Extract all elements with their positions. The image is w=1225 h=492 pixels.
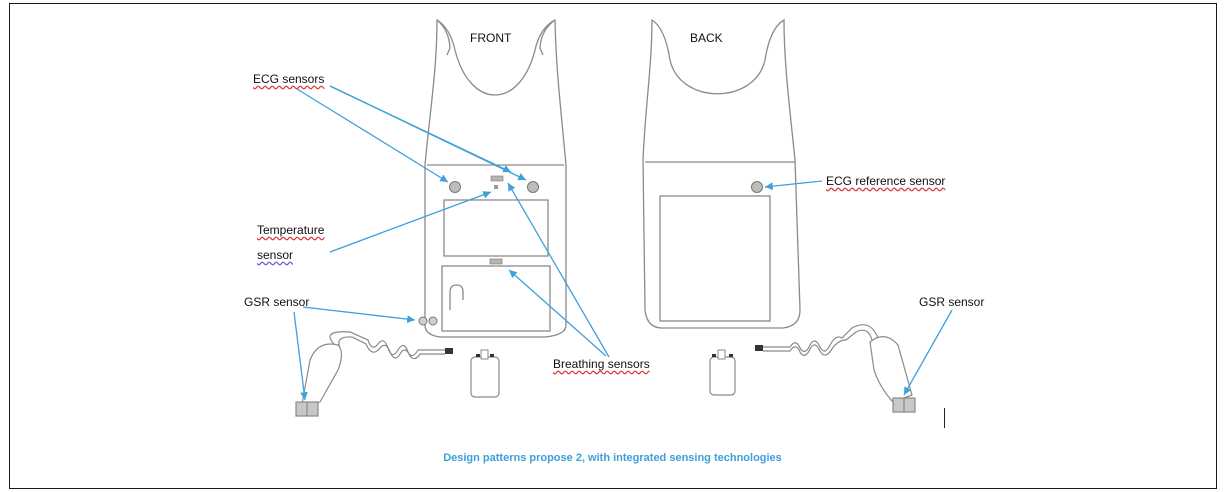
gsr-plug-left — [445, 348, 453, 354]
gsr-cable-right-inner — [763, 329, 873, 356]
module-pin-left-a — [476, 354, 480, 357]
label-ecg-sensors: ECG sensors — [253, 72, 325, 86]
front-pocket-lower — [441, 265, 551, 332]
annotation-arrows — [293, 85, 953, 401]
arrow-gsr-left-device — [293, 311, 308, 401]
label-breathing-sensors: Breathing sensors — [553, 357, 650, 371]
text-cursor — [944, 408, 945, 428]
gsr-port-1 — [418, 316, 428, 326]
arrow-gsr-right — [903, 309, 953, 396]
gsr-cable-left — [329, 331, 445, 357]
back-vest-outline — [642, 18, 801, 329]
module-pin-right-a — [712, 354, 716, 357]
back-vest — [642, 18, 801, 329]
module-top-right — [717, 349, 726, 360]
front-connector-cable — [449, 284, 464, 310]
gsr-device-left — [295, 331, 453, 417]
label-temperature-line2: sensor — [257, 248, 294, 262]
breathing-module-left — [470, 349, 500, 398]
module-pin-left-b — [490, 354, 494, 357]
gsr-device-right — [755, 324, 916, 413]
front-strap-left — [436, 19, 451, 56]
arrow-ecg-right — [329, 85, 527, 181]
breathing-module-right — [709, 349, 736, 396]
module-body-right — [709, 356, 736, 396]
gsr-glove-left — [301, 343, 343, 405]
arrow-gsr-left-vest — [302, 306, 416, 323]
arrow-ecg-reference — [764, 180, 823, 191]
label-back: BACK — [690, 31, 723, 45]
label-front: FRONT — [470, 31, 512, 45]
temperature-sensor-dot — [494, 185, 498, 189]
gsr-plug-right — [755, 345, 763, 351]
breathing-sensor-lower — [489, 258, 503, 265]
label-gsr-right: GSR sensor — [919, 295, 985, 309]
gsr-cable-right — [763, 324, 879, 352]
module-body-left — [470, 356, 500, 398]
front-strap-right — [539, 19, 556, 56]
gsr-port-2 — [428, 316, 438, 326]
arrow-breathing-upper — [507, 182, 610, 358]
label-gsr-left: GSR sensor — [244, 295, 310, 309]
arrow-ecg-left — [296, 88, 449, 183]
front-vest — [424, 18, 567, 338]
figure-caption: Design patterns propose 2, with integrat… — [443, 452, 782, 464]
ecg-sensor-left — [449, 181, 461, 193]
breathing-sensor-upper — [490, 175, 504, 182]
front-pocket-upper — [443, 199, 549, 257]
arrow-temperature — [329, 191, 492, 253]
back-pocket — [659, 195, 771, 322]
front-sensors — [418, 175, 539, 326]
front-vest-outline — [424, 18, 567, 338]
module-pin-right-b — [729, 354, 733, 357]
label-ecg-reference: ECG reference sensor — [826, 174, 946, 188]
figure-frame — [9, 3, 1217, 489]
module-top-left — [480, 349, 489, 360]
label-temperature-line1: Temperature — [257, 223, 325, 237]
ecg-reference-sensor — [751, 181, 763, 193]
gsr-cable-left-inner — [338, 336, 445, 360]
arrow-breathing-lower — [508, 269, 607, 357]
ecg-sensor-right — [527, 181, 539, 193]
